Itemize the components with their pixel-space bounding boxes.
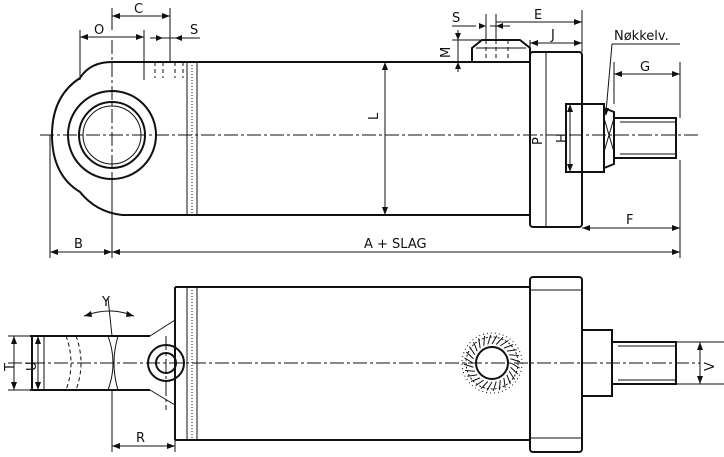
dim-e-label: E (534, 8, 542, 23)
rod-collar (565, 103, 583, 173)
dim-t-label: T (3, 363, 18, 372)
port-tooth (465, 351, 474, 360)
dim-l: L (367, 62, 388, 215)
piston-rod (581, 103, 605, 173)
dim-e: E (496, 8, 583, 52)
dim-y-label: Y (101, 295, 110, 310)
dim-s-port: S (452, 11, 510, 40)
dim-m: M (439, 30, 482, 72)
port-tooth (509, 354, 520, 357)
port-tooth (464, 369, 475, 372)
dim-h-label: H (555, 133, 570, 143)
dim-r: R (111, 390, 176, 452)
port-tooth (492, 381, 497, 392)
port-tooth (463, 363, 474, 368)
dim-y: Y (83, 295, 135, 337)
wrench-flat (603, 106, 615, 170)
port-tooth (510, 362, 520, 369)
port-tooth (510, 366, 519, 375)
port-tooth (483, 335, 486, 346)
dim-l-label: L (367, 112, 382, 120)
port-tooth (491, 335, 498, 345)
plan-rod-thread (611, 341, 677, 385)
dim-s-top-label: S (190, 23, 198, 38)
dim-u: U (25, 336, 41, 390)
nokkelv-callout: Nøkkelv. (603, 29, 680, 116)
dim-v-label: V (703, 362, 718, 371)
dim-g-label: G (640, 60, 650, 75)
port-tooth (486, 381, 493, 391)
port-tooth (498, 380, 501, 391)
dim-c-label: C (134, 2, 143, 17)
dim-t: T (3, 335, 30, 391)
port-tooth (503, 344, 514, 349)
port-tooth (506, 374, 511, 385)
port-tooth (467, 374, 478, 377)
dim-g: G (613, 60, 681, 118)
port-tooth (470, 377, 481, 382)
port-tooth (510, 358, 521, 363)
dim-c: C (111, 2, 171, 62)
dim-b-label: B (74, 237, 83, 252)
port-tooth (495, 336, 504, 345)
dim-f-label: F (626, 213, 633, 228)
port-tooth (468, 346, 476, 356)
dim-s-top: S (150, 23, 200, 41)
port-tooth (503, 377, 506, 388)
port-tooth (464, 357, 474, 364)
dim-v: V (676, 341, 724, 385)
side-view: O C S S (40, 2, 700, 258)
dim-j-label: J (550, 28, 555, 43)
port-tooth (480, 381, 489, 390)
dim-a-slag: A + SLAG (112, 237, 680, 255)
weld-seam (186, 61, 198, 216)
plan-gland-head (529, 276, 583, 453)
port-tooth (506, 349, 517, 352)
dim-o-label: O (94, 23, 104, 38)
dim-r-label: R (136, 431, 145, 446)
nokkelv-label: Nøkkelv. (614, 29, 669, 44)
dim-j: J (529, 28, 582, 52)
dim-h: H (555, 104, 573, 172)
dim-p-label: P (531, 137, 546, 145)
dim-o: O (79, 23, 145, 80)
dim-a-slag-label: A + SLAG (364, 237, 427, 252)
port-teeth (463, 334, 521, 392)
dim-f: F (582, 160, 681, 258)
dim-p: P (531, 52, 547, 227)
dim-s-port-label: S (452, 11, 460, 26)
port-boss (471, 39, 531, 62)
rod-thread (613, 117, 677, 159)
port-tooth (478, 338, 481, 349)
dim-m-label: M (439, 47, 454, 58)
plan-view: T U Y R (3, 276, 724, 453)
dim-b: B (49, 135, 113, 258)
port-tooth (475, 379, 485, 387)
port-tooth (487, 334, 492, 345)
port-tooth (499, 339, 509, 347)
dim-u-label: U (25, 361, 40, 371)
port-tooth (508, 370, 516, 380)
port-tooth (473, 341, 478, 352)
